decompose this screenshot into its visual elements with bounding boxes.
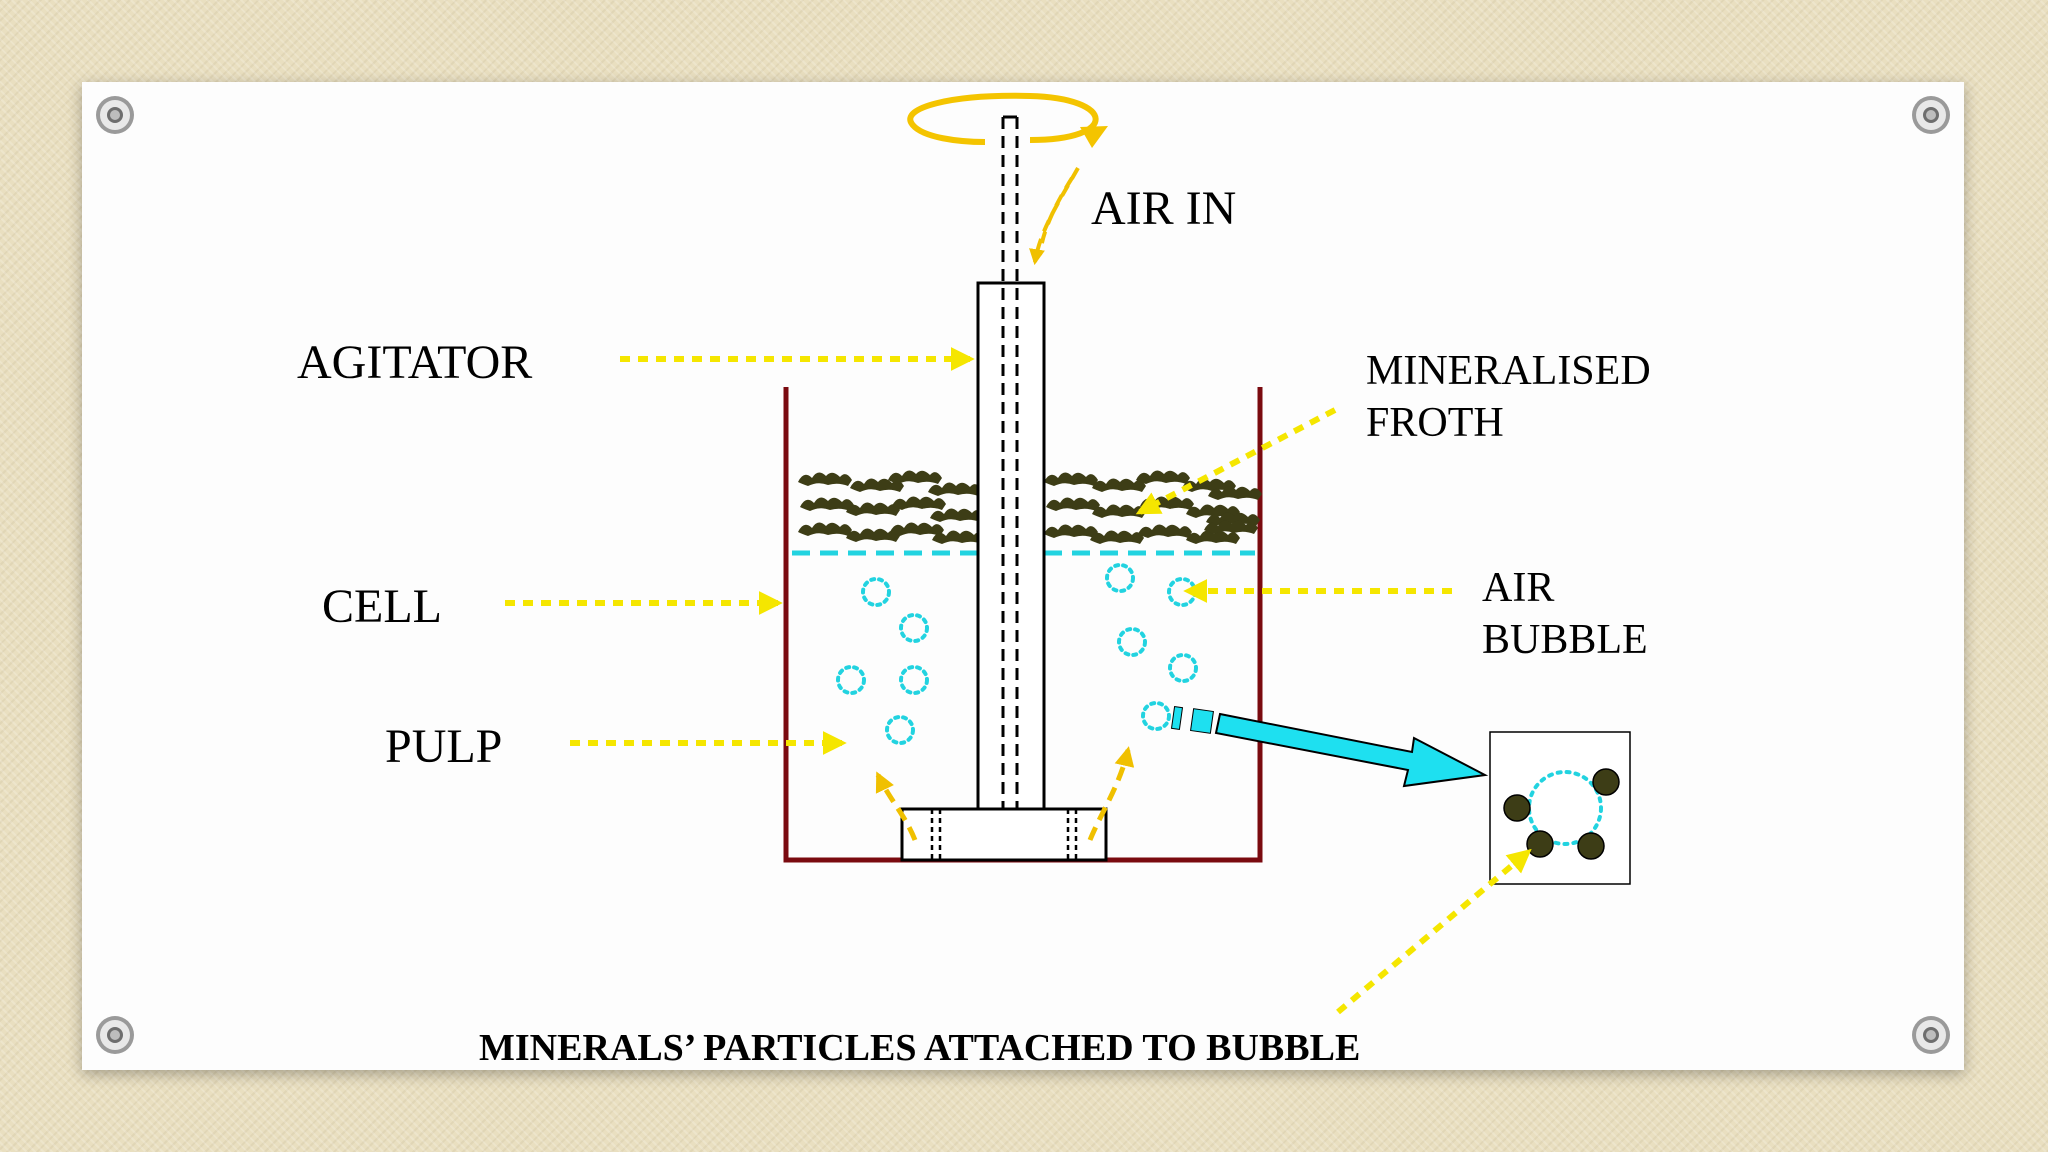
label-agitator: AGITATOR [297, 336, 532, 389]
label-bubble: BUBBLE [1482, 617, 1648, 663]
rivet-bottom-right [1912, 1016, 1950, 1054]
zoom-arrow [1170, 705, 1489, 788]
air-in-flow-arrow-2 [1038, 176, 1074, 256]
impeller [900, 807, 1108, 862]
rivet-top-right [1912, 96, 1950, 134]
air-out-arrow-left [875, 771, 918, 841]
label-cell: CELL [322, 580, 442, 633]
rivet-bottom-left [96, 1016, 134, 1054]
agitator-shaft [976, 281, 1046, 812]
rotation-arrow [907, 92, 1108, 148]
air-out-arrow-right [1087, 746, 1135, 841]
label-froth: FROTH [1366, 400, 1504, 446]
label-pulp: PULP [385, 720, 502, 773]
bubble-detail-inset [1489, 731, 1631, 885]
label-mineralised: MINERALISED [1366, 348, 1651, 394]
particles-arrow [1336, 848, 1532, 1015]
rivet-top-left [96, 96, 134, 134]
froth-arrow [1135, 407, 1337, 515]
air-in-flow-arrow [1029, 167, 1080, 266]
caption: MINERALS’ PARTICLES ATTACHED TO BUBBLE [479, 1027, 1360, 1069]
label-air-in: AIR IN [1091, 182, 1236, 235]
label-air: AIR [1482, 565, 1554, 611]
label-arrows [505, 347, 1532, 1015]
